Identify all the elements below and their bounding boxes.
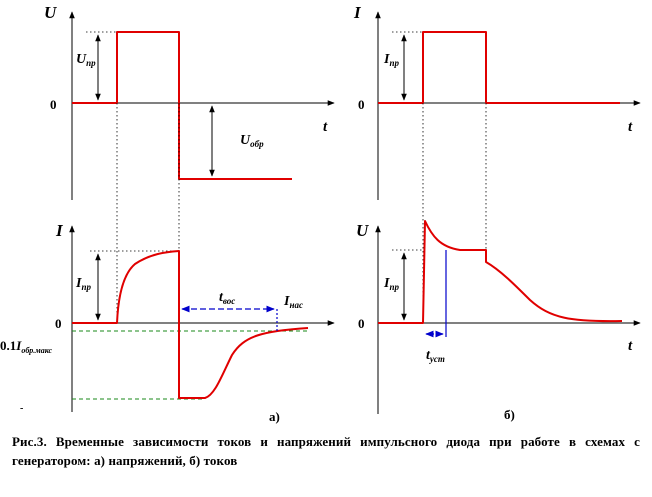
panel-b-label: б) xyxy=(504,407,515,422)
i-axis-label-b: I xyxy=(353,3,362,22)
i-axis-label: I xyxy=(55,221,64,240)
t-ust-label: tуст xyxy=(426,348,445,364)
u-axis-label-b: U xyxy=(356,221,369,240)
u-pr-label-b: Iпр xyxy=(383,276,399,292)
i-pr-label-b: Iпр xyxy=(383,52,399,68)
current-waveform xyxy=(72,250,309,399)
t-axis-label-b2: t xyxy=(628,338,633,354)
zero-label-b: 0 xyxy=(358,97,365,112)
u-obr-label: Uобр xyxy=(240,133,264,149)
t-vos-label: tвос xyxy=(219,290,235,306)
current-pulse-waveform xyxy=(378,31,620,104)
zero-label: 0 xyxy=(50,97,57,112)
voltage-waveform xyxy=(72,31,292,180)
panel-b-voltage: U 0 t Iпр tуст б) xyxy=(356,220,641,422)
i-nas-label: Iнас xyxy=(283,294,303,310)
u-pr-label: Uпр xyxy=(76,52,96,68)
zero-label-b2: 0 xyxy=(358,316,365,331)
i-pr-label: Iпр xyxy=(75,276,91,292)
panel-a-label: а) xyxy=(269,409,280,424)
zero-label-2: 0 xyxy=(55,316,62,331)
voltage-response-waveform xyxy=(378,220,623,324)
t-axis-label: t xyxy=(323,119,328,135)
panel-a-voltage: U 0 t Uпр Uобр xyxy=(44,3,335,200)
obr-max-label: 0.1Iобр.макс xyxy=(0,338,53,355)
small-marker: - xyxy=(20,403,23,414)
figure-caption: Рис.3. Временные зависимости токов и нап… xyxy=(12,434,640,468)
panel-a-current: I 0 Iпр tвос Iнас 0.1Iобр.макс а) - xyxy=(0,221,335,424)
u-axis-label: U xyxy=(44,3,57,22)
t-axis-label-b: t xyxy=(628,119,633,135)
panel-b-current: I 0 t Iпр xyxy=(353,3,641,200)
